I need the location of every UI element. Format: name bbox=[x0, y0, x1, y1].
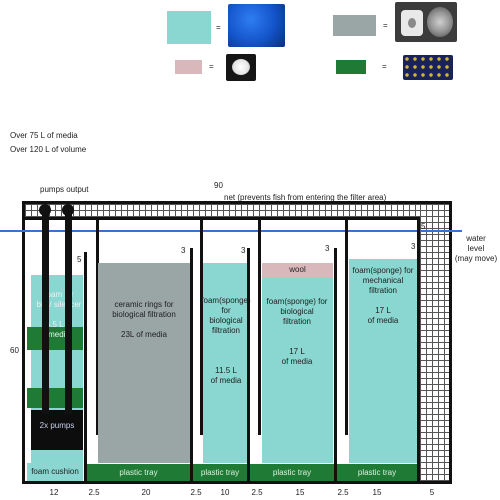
foam-b-baffle bbox=[258, 217, 261, 435]
foam-c-media-text: foam(sponge) for mechanical filtration 1… bbox=[352, 266, 414, 325]
foam-cushion-label: foam cushion bbox=[31, 467, 79, 476]
dim-gap-4: 2.5 bbox=[337, 488, 349, 497]
ceramic-media-text: ceramic rings for biological filtration … bbox=[112, 300, 176, 339]
dim-net: 5 bbox=[429, 488, 435, 497]
height-label: 60 bbox=[10, 346, 19, 355]
legend-wool-swatch bbox=[175, 60, 202, 74]
foam-b-wall bbox=[334, 248, 337, 481]
wool-layer bbox=[262, 263, 333, 278]
foam-cushion bbox=[27, 463, 83, 481]
foam-a-gap-label: 3 bbox=[241, 246, 246, 255]
legend-ceramic-swatch bbox=[333, 15, 376, 36]
net-label: net (prevents fish from entering the fil… bbox=[224, 193, 387, 202]
plastic-tray-grid-image bbox=[403, 55, 453, 80]
legend-wool-equals: = bbox=[209, 62, 214, 71]
ceramic-tray: plastic tray bbox=[87, 464, 190, 481]
dim-foam-a: 10 bbox=[220, 488, 230, 497]
ceramic-rings-image bbox=[395, 2, 457, 42]
dim-foam-c: 15 bbox=[372, 488, 382, 497]
foam-b-media-block bbox=[262, 278, 333, 463]
dim-foam-b: 15 bbox=[295, 488, 305, 497]
dim-ceramic: 20 bbox=[141, 488, 151, 497]
legend-tray-equals: = bbox=[382, 62, 387, 71]
dim-gap-3: 2.5 bbox=[251, 488, 263, 497]
legend-foam-swatch bbox=[167, 11, 211, 44]
foam-c-wall bbox=[417, 220, 420, 481]
foam-c-media-block bbox=[349, 259, 417, 463]
legend-tray-swatch bbox=[336, 60, 366, 74]
ceramic-wall bbox=[190, 248, 193, 481]
top-width-label: 90 bbox=[214, 181, 223, 190]
dim-gap-2: 2.5 bbox=[190, 488, 202, 497]
pump-pipe-right bbox=[65, 210, 72, 414]
pump-green-band-2 bbox=[27, 388, 83, 408]
foam-c-gap-label: 3 bbox=[411, 242, 416, 251]
pumps-output-label: pumps output bbox=[40, 185, 89, 194]
foam-b-tray: plastic tray bbox=[250, 464, 334, 481]
dim-gap-1: 2.5 bbox=[88, 488, 100, 497]
wool-label: wool bbox=[289, 265, 306, 274]
pump-wall bbox=[84, 252, 87, 481]
foam-a-media-block bbox=[203, 263, 247, 463]
foam-a-wall bbox=[247, 248, 250, 481]
pump-media-text: foam for bio / silencer 6.5 L of media bbox=[37, 290, 82, 339]
water-level-label: water level (may move) bbox=[454, 234, 498, 263]
top-rail bbox=[25, 217, 420, 220]
dim-pump: 12 bbox=[49, 488, 59, 497]
ceramic-baffle bbox=[96, 217, 99, 435]
filter-wool-image bbox=[226, 54, 256, 81]
foam-a-baffle bbox=[200, 217, 203, 435]
water-level-line bbox=[0, 230, 462, 232]
blue-foam-cube-image bbox=[228, 4, 285, 47]
legend-foam-equals: = bbox=[216, 23, 221, 32]
foam-b-gap-label: 3 bbox=[325, 244, 330, 253]
pumps-label: 2x pumps bbox=[39, 421, 75, 430]
ceramic-gap-label: 3 bbox=[181, 246, 186, 255]
volume-total-note: Over 120 L of volume bbox=[10, 145, 87, 154]
top-net bbox=[25, 204, 420, 218]
foam-b-media-text: foam(sponge) for biological filtration 1… bbox=[266, 297, 328, 366]
foam-a-media-text: foam(sponge) for biological filtration 1… bbox=[201, 296, 251, 385]
legend-ceramic-equals: = bbox=[383, 21, 388, 30]
ceramic-media-block bbox=[98, 263, 190, 463]
media-total-note: Over 75 L of media bbox=[10, 131, 78, 140]
foam-a-tray: plastic tray bbox=[193, 464, 247, 481]
pump-pipe-left bbox=[42, 210, 49, 414]
foam-c-baffle bbox=[345, 217, 348, 435]
pump-block bbox=[31, 410, 83, 450]
right-net bbox=[420, 204, 449, 481]
net-gap-label: 5 bbox=[421, 222, 426, 231]
foam-c-tray: plastic tray bbox=[337, 464, 417, 481]
pump-wall-gap-label: 5 bbox=[77, 255, 82, 264]
